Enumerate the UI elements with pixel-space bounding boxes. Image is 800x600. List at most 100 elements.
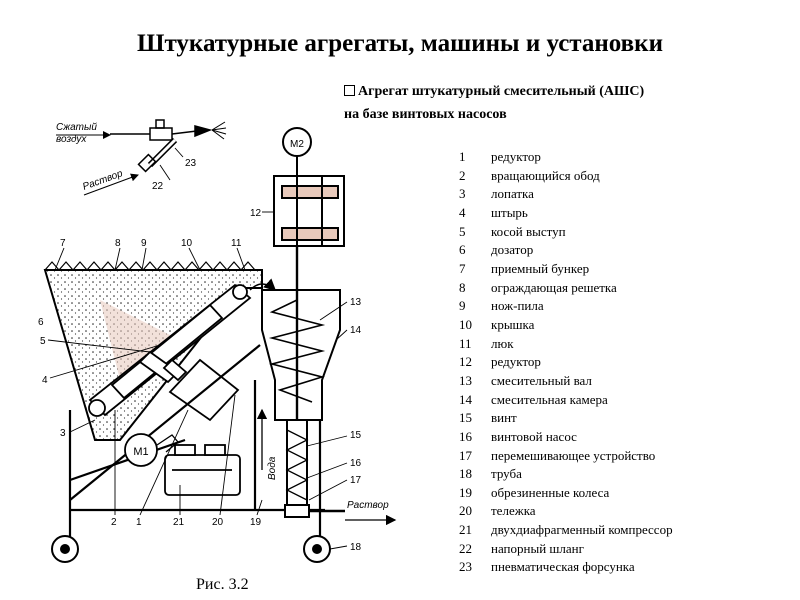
compressor-head-1 — [174, 444, 196, 456]
compressor-head-2 — [204, 444, 226, 456]
legend-number: 18 — [459, 466, 472, 482]
rotating-rim — [88, 399, 106, 417]
callout-18: 18 — [350, 542, 362, 553]
motor-m2-label: М2 — [290, 139, 304, 150]
slide-title: Штукатурные агрегаты, машины и установки — [137, 30, 663, 57]
mortar-arrow-top — [83, 173, 139, 196]
mixing-chamber — [261, 289, 341, 421]
legend-label: труба — [491, 466, 522, 482]
motor-m1 — [124, 433, 158, 467]
legend-item: 22 напорный шланг — [453, 540, 793, 559]
callout-17: 17 — [350, 475, 362, 486]
valve-handle — [155, 119, 165, 129]
legend-number: 5 — [459, 223, 466, 239]
legend-label: смесительный вал — [491, 372, 592, 388]
legend-item: 18 труба — [453, 465, 793, 484]
saw-knife — [44, 261, 256, 271]
legend-label: напорный шланг — [491, 540, 584, 556]
callout-15: 15 — [350, 430, 362, 441]
legend-number: 11 — [459, 335, 472, 351]
hopper-shade — [100, 300, 180, 380]
screw-pump — [286, 419, 308, 506]
callout-5: 5 — [40, 336, 46, 347]
callout-8: 8 — [115, 238, 121, 249]
legend-label: люк — [491, 335, 514, 351]
legend-number: 3 — [459, 186, 466, 202]
callout-10: 10 — [181, 238, 193, 249]
air-label-1: Сжатый — [56, 122, 97, 133]
upper-bearing — [232, 284, 248, 300]
legend-label: обрезиненные колеса — [491, 484, 610, 500]
legend-number: 22 — [459, 540, 472, 556]
mortar-label-bottom: Раствор — [347, 500, 389, 511]
callout-7: 7 — [60, 238, 66, 249]
callout-19: 19 — [250, 517, 262, 528]
legend-label: редуктор — [491, 149, 541, 164]
subtitle-text-1: Агрегат штукатурный смесительный (АШС) — [358, 84, 645, 99]
legend-item: 13 смесительный вал — [453, 372, 793, 391]
legend-label: нож-пила — [491, 298, 544, 314]
gear-1 — [281, 185, 339, 199]
checkbox-bullet-icon — [344, 85, 355, 96]
callout-2: 2 — [111, 517, 117, 528]
callout-12: 12 — [250, 208, 262, 219]
legend-label: штырь — [491, 204, 528, 220]
legend-number: 19 — [459, 484, 472, 500]
legend-label: крышка — [491, 316, 535, 332]
legend-label: смесительная камера — [491, 391, 608, 407]
cart-frame — [68, 344, 325, 540]
legend-number: 13 — [459, 372, 472, 388]
rubber-wheel-left — [51, 535, 79, 563]
legend-number: 8 — [459, 279, 466, 295]
pneumatic-nozzle-assembly — [110, 119, 227, 173]
legend-item: 11 люк — [453, 335, 793, 354]
dosing-screw — [88, 283, 252, 422]
air-valve — [149, 127, 173, 141]
legend-number: 15 — [459, 410, 472, 426]
mortar-label-top: Раствор — [81, 168, 124, 193]
frame-diagonal — [69, 344, 261, 501]
legend-number: 21 — [459, 522, 472, 538]
legend-item: 17 перемешивающее устройство — [453, 447, 793, 466]
callout-4: 4 — [42, 375, 48, 386]
motor-m1-label: М1 — [133, 446, 148, 458]
pressure-hose-inner — [148, 138, 177, 167]
nozzle-tip — [194, 125, 213, 138]
legend-number: 17 — [459, 447, 472, 463]
callout-13: 13 — [350, 297, 362, 308]
callout-11: 11 — [231, 238, 242, 249]
legend-label: дозатор — [491, 242, 534, 258]
legend-item: 19 обрезиненные колеса — [453, 484, 793, 503]
subtitle-line-1: Агрегат штукатурный смесительный (АШС) — [344, 80, 794, 103]
legend-label: винтовой насос — [491, 428, 577, 444]
diaphragm-compressor — [164, 444, 241, 496]
compressor-body — [164, 454, 241, 496]
gear-2 — [281, 227, 339, 241]
pump-outlet — [284, 504, 310, 518]
spray-pattern — [211, 121, 227, 140]
callout-23: 23 — [185, 158, 197, 169]
callout-22: 22 — [152, 181, 164, 192]
callout-numbers: 7 8 9 10 11 6 5 4 3 2 1 21 20 19 12 13 1… — [38, 158, 362, 553]
legend-label: перемешивающее устройство — [491, 447, 656, 463]
legend-number: 10 — [459, 316, 472, 332]
feed-arrow — [249, 278, 277, 292]
legend-label: редуктор — [491, 354, 541, 370]
callout-6: 6 — [38, 317, 44, 328]
